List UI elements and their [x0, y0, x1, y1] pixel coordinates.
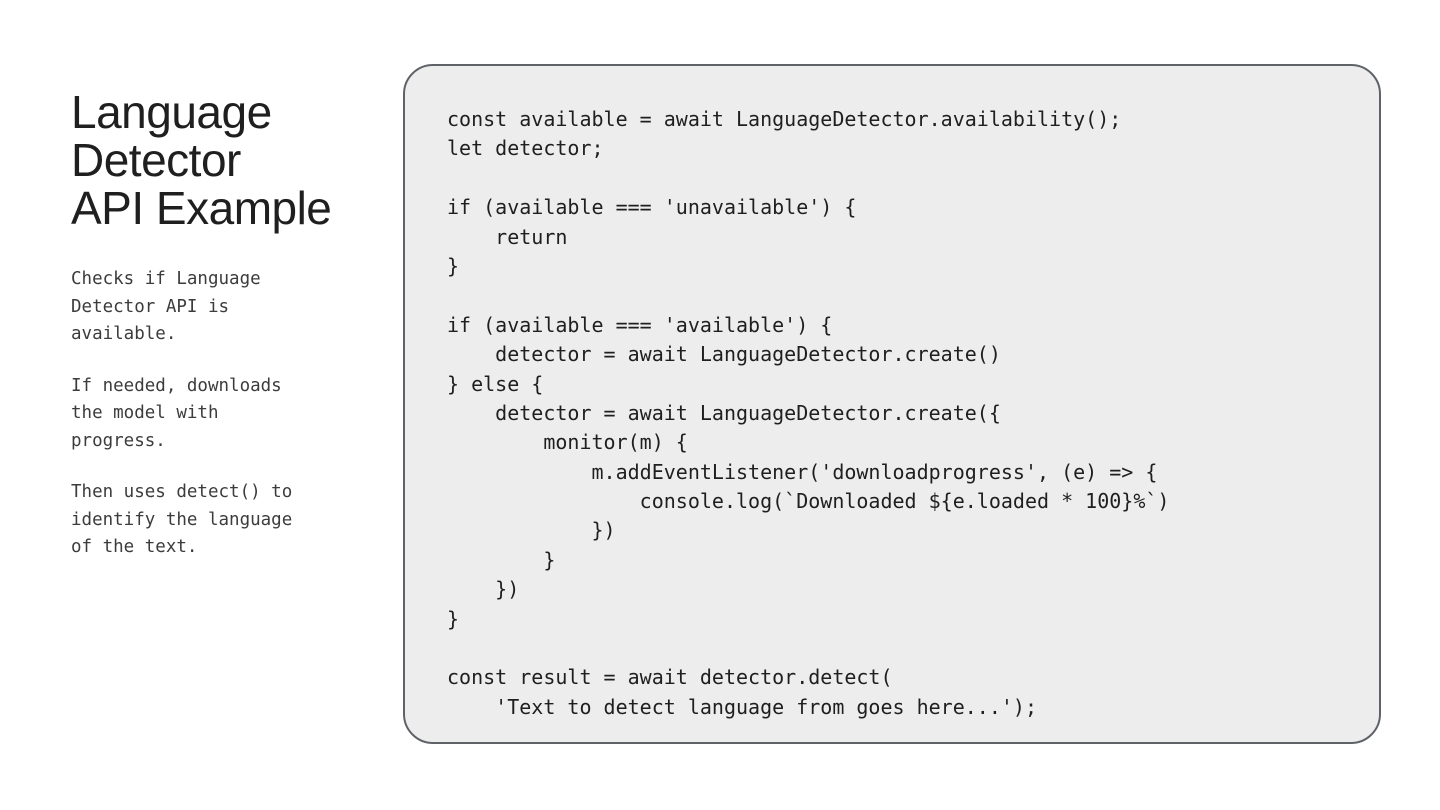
description-line: the model with: [71, 403, 219, 423]
title-line: Detector: [71, 134, 241, 186]
code-line: monitor(m) {: [447, 430, 688, 455]
description-paragraph: If needed, downloads the model with prog…: [71, 373, 341, 456]
description-line: identify the language: [71, 509, 293, 530]
description-paragraph: Checks if Language Detector API is avail…: [71, 266, 341, 349]
code-line: [447, 281, 1169, 310]
description: Checks if Language Detector API is avail…: [71, 266, 341, 586]
code-line: 'Text to detect language from goes here.…: [447, 694, 1038, 719]
description-line: Then uses detect() to: [71, 482, 293, 502]
code-line: }): [447, 577, 520, 602]
code-line: detector = await LanguageDetector.create…: [447, 342, 1001, 367]
code-panel: const available = await LanguageDetector…: [403, 64, 1381, 744]
title-line: API Example: [71, 182, 332, 234]
description-line: progress.: [71, 430, 166, 451]
code-block: const available = await LanguageDetector…: [447, 105, 1169, 722]
code-line: const available = await LanguageDetector…: [447, 107, 1122, 131]
title-line: Language: [71, 86, 272, 138]
description-line: Detector API is: [71, 296, 230, 317]
description-line: available.: [71, 324, 177, 344]
code-line: let detector;: [447, 136, 604, 161]
code-line: }: [447, 253, 460, 278]
code-line: }: [447, 606, 460, 631]
code-line: console.log(`Downloaded ${e.loaded * 100…: [447, 489, 1170, 514]
code-line: } else {: [447, 371, 544, 396]
code-line: if (available === 'unavailable') {: [447, 195, 857, 220]
code-line: }): [447, 518, 616, 543]
description-paragraph: Then uses detect() to identify the langu…: [71, 479, 341, 562]
code-line: if (available === 'available') {: [447, 312, 833, 337]
description-line: If needed, downloads: [71, 375, 282, 396]
description-line: Checks if Language: [71, 269, 261, 289]
page-title: Language Detector API Example: [71, 88, 381, 232]
code-line: detector = await LanguageDetector.create…: [447, 400, 1001, 425]
code-line: [447, 634, 1169, 663]
code-line: return: [447, 224, 568, 249]
code-line: }: [447, 547, 556, 572]
code-line: m.addEventListener('downloadprogress', (…: [447, 459, 1158, 484]
code-line: [447, 164, 1169, 193]
code-line: const result = await detector.detect(: [447, 665, 893, 690]
description-line: of the text.: [71, 537, 198, 557]
